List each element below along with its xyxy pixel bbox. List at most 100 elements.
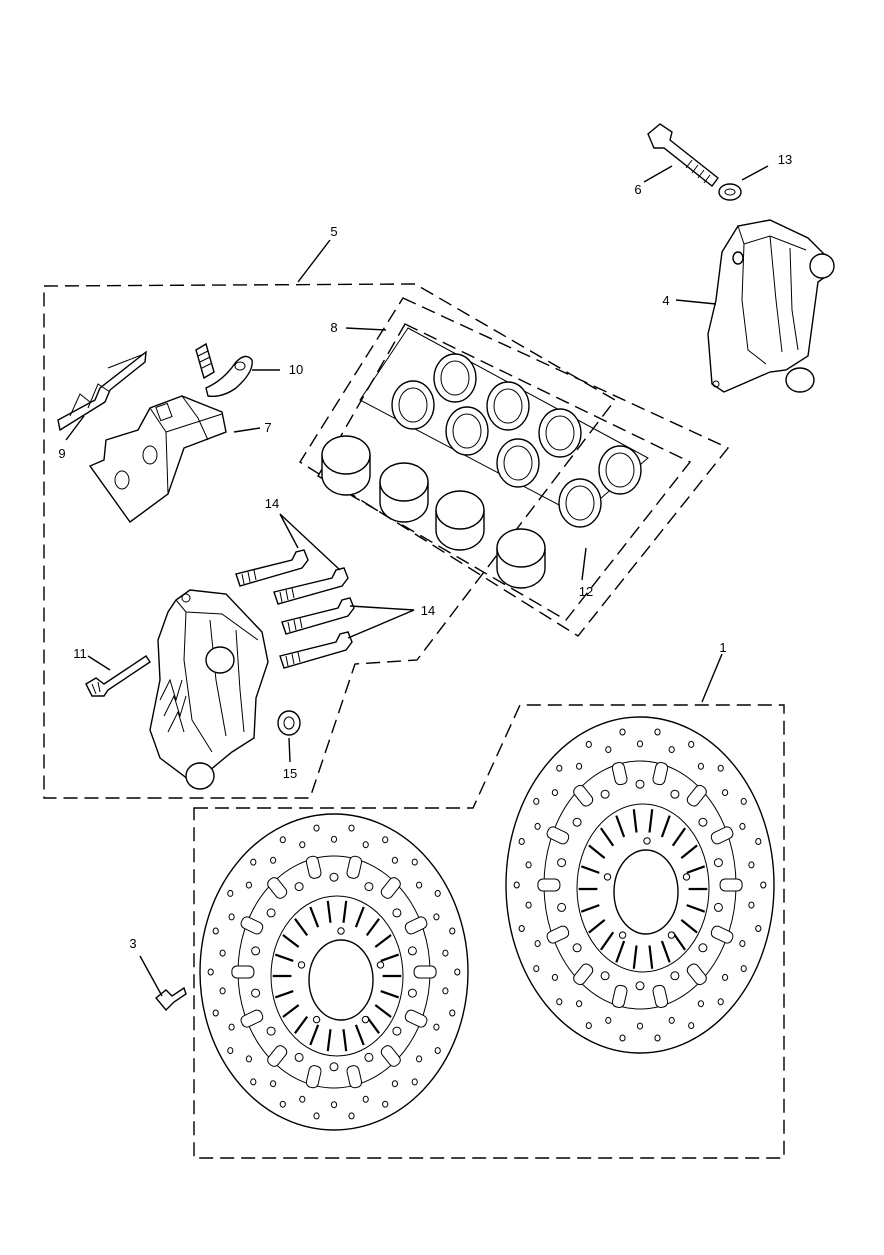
piston xyxy=(321,435,371,496)
disc-hole xyxy=(748,861,755,869)
disc-hole xyxy=(636,1022,644,1030)
disc-spoke xyxy=(632,809,638,833)
disc-hole xyxy=(442,987,449,995)
disc-slot xyxy=(652,762,669,786)
hub-bolt-hole xyxy=(682,873,691,881)
disc-hole xyxy=(227,889,234,897)
hub-bolt-hole xyxy=(312,1015,321,1024)
disc-spoke xyxy=(588,919,606,934)
disc-hole xyxy=(525,901,532,909)
callout-10: 10 xyxy=(289,362,303,377)
seal-ring-inner xyxy=(545,415,575,451)
callout-4: 4 xyxy=(662,293,669,308)
disc-slot xyxy=(380,877,401,899)
disc-hole xyxy=(525,861,532,869)
disc-hole xyxy=(654,728,661,736)
disc-spoke xyxy=(671,827,687,847)
disc-hole xyxy=(270,1080,277,1088)
disc-rivet xyxy=(572,943,582,953)
disc-hole xyxy=(212,1009,219,1017)
disc-spoke xyxy=(326,1029,332,1052)
disc-rivet xyxy=(670,789,680,799)
disc-hole xyxy=(576,1000,583,1008)
pad-retaining-plate xyxy=(88,395,227,523)
disc-slot xyxy=(652,984,669,1008)
disc-rivet xyxy=(407,946,417,956)
callout-1: 1 xyxy=(719,640,726,655)
disc-rivet xyxy=(557,858,567,868)
disc-rivet xyxy=(329,872,339,882)
disc-slot xyxy=(305,1065,322,1089)
disc-rivet xyxy=(635,981,645,991)
disc-hole xyxy=(576,762,583,770)
disc-rivet xyxy=(251,988,261,998)
bolt xyxy=(273,567,349,605)
kit-outline-caliper-assembly xyxy=(43,283,617,799)
disc-spoke xyxy=(686,865,706,874)
bolt xyxy=(279,631,353,669)
disc-hole xyxy=(228,913,235,921)
disc-slot xyxy=(404,1009,428,1028)
disc-hole xyxy=(362,841,369,849)
leader-lines xyxy=(65,165,769,997)
callout-11: 11 xyxy=(73,646,87,661)
disc-spoke xyxy=(660,940,671,963)
seal-ring-inner xyxy=(452,413,482,449)
disc-spoke xyxy=(580,904,600,913)
disc-spoke xyxy=(282,1004,300,1018)
hub-bolt-hole xyxy=(618,931,627,939)
disc-hole xyxy=(533,797,540,805)
disc-slot xyxy=(267,877,288,899)
hub-bolt-hole xyxy=(361,1015,370,1024)
disc-rivet xyxy=(713,902,723,912)
disc-slot xyxy=(611,984,628,1008)
disc-details xyxy=(207,728,767,1120)
disc-hole xyxy=(556,764,563,772)
disc-slot xyxy=(686,963,707,986)
callout-6: 6 xyxy=(634,182,641,197)
disc-hole xyxy=(219,949,226,957)
disc-hole xyxy=(697,1000,705,1008)
disc-hole xyxy=(722,973,729,981)
callout-8: 8 xyxy=(330,320,337,335)
disc-hole xyxy=(279,836,286,844)
disc-hole xyxy=(534,940,541,948)
disc-slot xyxy=(710,826,734,845)
disc-hole xyxy=(688,1022,695,1030)
disc-slot xyxy=(413,965,437,979)
disc-hole xyxy=(250,1078,257,1086)
disc-hole xyxy=(748,901,755,909)
disc-hole xyxy=(433,1023,440,1031)
seal-ring-inner xyxy=(493,388,523,424)
disc-slot xyxy=(537,878,561,892)
callout-9: 9 xyxy=(58,446,65,461)
bolt xyxy=(235,549,309,587)
disc-spoke xyxy=(380,990,400,999)
disc-rivet xyxy=(294,1052,304,1062)
disc-spoke xyxy=(599,931,615,951)
disc-spoke xyxy=(615,815,626,838)
disc-spoke xyxy=(615,940,626,963)
disc-hole xyxy=(228,1023,235,1031)
kit-outline-discs xyxy=(193,704,785,1159)
disc-hole xyxy=(382,836,389,844)
piston xyxy=(435,490,485,551)
caliper-right xyxy=(707,219,835,393)
disc-hole xyxy=(739,940,746,948)
disc-hole xyxy=(688,740,695,748)
disc-rivet xyxy=(266,908,276,918)
seal-ring-inner xyxy=(398,387,428,423)
disc-rivet xyxy=(251,946,261,956)
disc-spoke xyxy=(588,844,606,859)
disc-hole xyxy=(382,1100,389,1108)
disc-rivet xyxy=(572,817,582,827)
disc-spoke xyxy=(274,953,294,962)
slide-pin xyxy=(85,655,151,697)
disc-rivet xyxy=(698,817,708,827)
disc-hole xyxy=(619,728,626,736)
seal-ring-inner xyxy=(440,360,470,396)
disc-hole xyxy=(416,1055,423,1063)
disc-hole xyxy=(518,838,525,845)
spacer-washer xyxy=(277,710,301,736)
